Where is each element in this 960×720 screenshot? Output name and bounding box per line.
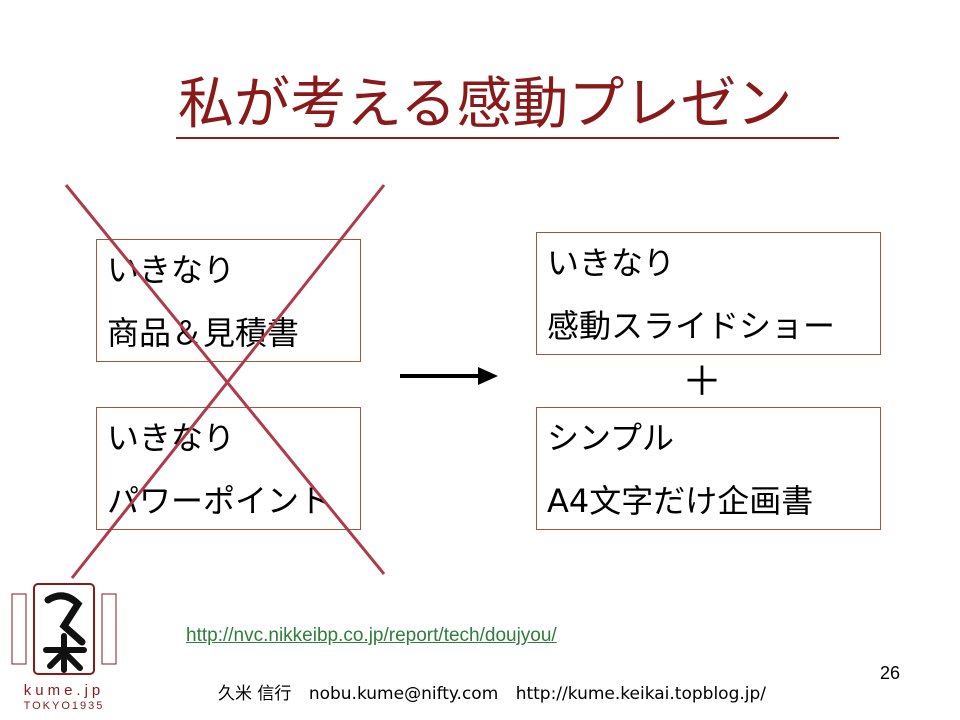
footer-contact: 久米 信行 nobu.kume@nifty.com http://kume.ke… xyxy=(218,683,778,705)
article-link[interactable]: http://nvc.nikkeibp.co.jp/report/tech/do… xyxy=(186,625,557,646)
logo-domain: kume.jp xyxy=(23,682,105,699)
box-sudden-slideshow: いきなり 感動スライドショー xyxy=(536,232,881,355)
footer-blog-url: http://kume.keikai.topblog.jp/ xyxy=(515,684,767,704)
box-line: パワーポイント xyxy=(107,482,332,520)
right-arrow-icon xyxy=(400,367,498,385)
box-line: A4文字だけ企画書 xyxy=(547,482,814,520)
box-sudden-product-estimate: いきなり 商品＆見積書 xyxy=(96,239,361,362)
logo-seal-icon xyxy=(11,583,117,675)
footer-author: 久米 信行 xyxy=(218,684,292,704)
box-simple-a4-proposal: シンプル A4文字だけ企画書 xyxy=(536,407,881,530)
logo-tagline: TOKYO1935 xyxy=(23,700,105,712)
box-line: 商品＆見積書 xyxy=(107,314,300,352)
box-line: 感動スライドショー xyxy=(547,307,836,345)
slide-title: 私が考える感動プレゼン xyxy=(178,72,793,137)
box-line: シンプル xyxy=(547,419,675,457)
box-line: いきなり xyxy=(547,244,676,282)
page-number: 26 xyxy=(880,663,901,683)
box-sudden-powerpoint: いきなり パワーポイント xyxy=(96,407,361,530)
title-underline xyxy=(176,137,839,139)
box-line: いきなり xyxy=(107,251,236,289)
footer-email: nobu.kume@nifty.com xyxy=(308,684,499,704)
kume-logo: kume.jp TOKYO1935 xyxy=(4,580,124,716)
box-line: いきなり xyxy=(107,419,236,457)
plus-sign: ＋ xyxy=(682,359,722,405)
